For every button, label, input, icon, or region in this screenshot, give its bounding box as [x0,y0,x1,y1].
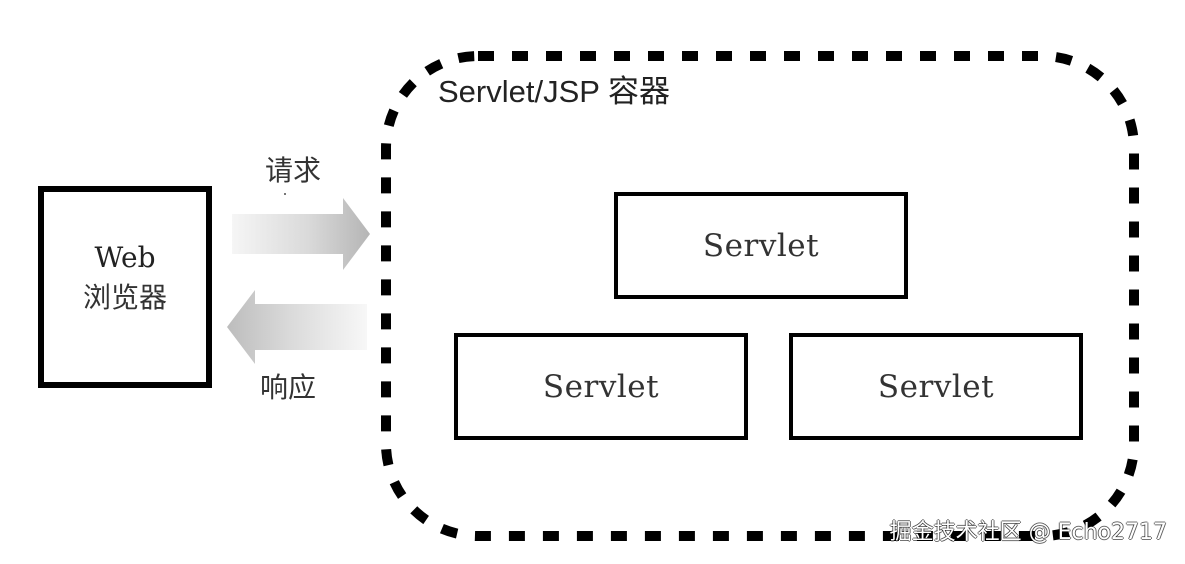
servlet-label-bottom-right: Servlet [877,368,995,405]
response-label: 响应 [260,371,317,404]
watermark-text: 掘金技术社区 @ Echo2717 [889,520,1167,545]
servlet-box-bottom-right: Servlet [789,333,1083,440]
request-tick [284,193,286,195]
servlet-label-top: Servlet [702,227,820,264]
servlet-box-bottom-left: Servlet [454,333,748,440]
servlet-container-title: Servlet/JSP 容器 [438,74,671,109]
servlet-label-bottom-left: Servlet [542,368,660,405]
web-browser-title: Web [94,241,156,274]
request-label: 请求 [265,154,322,187]
web-browser-subtitle: 浏览器 [82,281,167,314]
servlet-box-top: Servlet [614,192,908,299]
request-arrow [232,198,370,270]
response-arrow [227,290,367,364]
web-browser-box: Web 浏览器 [38,186,212,388]
